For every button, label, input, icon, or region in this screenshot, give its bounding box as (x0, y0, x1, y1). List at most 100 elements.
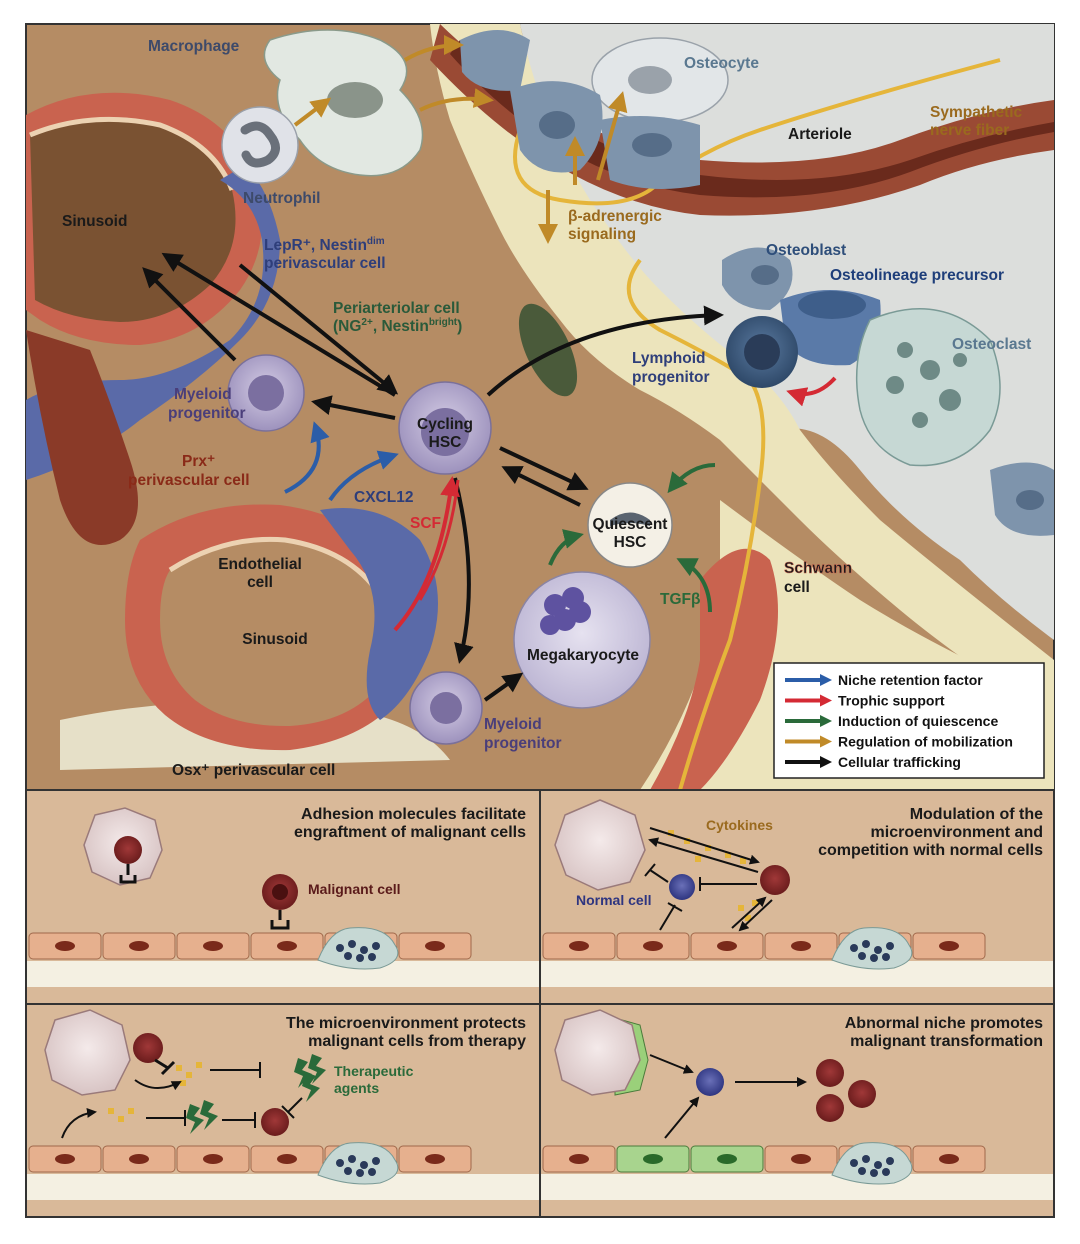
label-sympathetic-1: Sympathetic (930, 104, 1023, 121)
left-vessel-column (26, 330, 138, 545)
label-osteoclast: Osteoclast (952, 336, 1031, 353)
adhesion-molecule-2 (270, 910, 290, 930)
osteoclast-panel-2 (831, 927, 913, 970)
osteoclast-panel-4 (831, 1142, 913, 1185)
label-myeloid-bottom-1: Myeloid (484, 716, 542, 733)
malignant-cell-4a (816, 1059, 844, 1087)
label-lymphoid-2: progenitor (632, 369, 710, 386)
osteolineage-precursor (780, 290, 881, 366)
endothelial-nucleus (55, 941, 75, 951)
arrow-hsc-to-sinusoid (161, 252, 397, 397)
malignant-cell-panel-3 (133, 1033, 163, 1063)
osteoblast (722, 247, 793, 310)
endothelial-nucleus (129, 941, 149, 951)
adhesion-molecule-3 (154, 1058, 176, 1076)
legend-arrowhead (820, 756, 832, 768)
panel-3-endothelium (27, 1145, 539, 1200)
inhibit-drug-malignant (281, 1097, 303, 1119)
arrow-niche-to-normal (649, 1054, 694, 1074)
arrow-scf-to-hsc (393, 476, 461, 632)
panel-adhesion: Adhesion molecules facilitate engraftmen… (83, 806, 526, 970)
bone-surface (27, 961, 539, 987)
label-sinusoid-bottom: Sinusoid (242, 631, 307, 648)
legend-label: Induction of quiescence (838, 713, 998, 729)
panel-3-title-line-1: The microenvironment protects (286, 1015, 526, 1032)
stromal-cell-3 (44, 1009, 131, 1096)
arrow-periart-to-quiescent (667, 463, 716, 494)
label-endothelial-1: Endothelial (218, 556, 302, 573)
arrow-to-stroma (648, 837, 759, 873)
neutrophil (221, 106, 299, 184)
inhibit-cytokine-drug-2 (146, 1110, 186, 1126)
endothelial-nucleus (569, 1154, 589, 1164)
myeloid-progenitor-bottom-nucleus (430, 692, 462, 724)
label-quiescent-1: Quiescent (593, 516, 668, 533)
endothelial-nucleus (643, 941, 663, 951)
bone-surface (541, 1174, 1053, 1200)
label-prx-1: Prx⁺ (182, 453, 215, 470)
label-tgfb: TGFβ (660, 591, 700, 608)
arrow-cxcl12-to-hsc (328, 450, 399, 502)
label-lymphoid-1: Lymphoid (632, 350, 705, 367)
endothelial-nucleus (55, 1154, 75, 1164)
inhibit-stroma-normal (644, 863, 669, 883)
panel-1-title-line-2: engraftment of malignant cells (294, 824, 526, 841)
panel-4-title-line-2: malignant transformation (850, 1033, 1043, 1050)
endothelial-nucleus (425, 1154, 445, 1164)
arrow-hsc-to-myeloid (311, 395, 396, 420)
cycling-hsc-nucleus (421, 408, 469, 456)
malignant-cell-bound (114, 836, 142, 864)
arrow-to-malignant (649, 827, 760, 865)
arrow-myeloid-to-megakaryocyte (483, 672, 524, 702)
cytokine-particles (668, 830, 758, 921)
quiescent-hsc-nucleus (610, 512, 650, 526)
osteoblast-lower (990, 462, 1054, 536)
legend-label: Niche retention factor (838, 672, 983, 688)
label-schwann-1: Schwann (784, 560, 852, 577)
label-myeloid-bottom-2: progenitor (484, 735, 562, 752)
panel-2-endothelium (541, 932, 1053, 987)
malignant-cell-nucleus (272, 884, 288, 900)
label-sympathetic-2: nerve fiber (930, 122, 1009, 139)
panel-abnormal-niche: Abnormal niche promotes malignant transf… (554, 1009, 1043, 1185)
label-sinusoid-top: Sinusoid (62, 213, 127, 230)
arrow-hsc-to-lymphoid (486, 305, 724, 397)
normal-cell-panel-4 (696, 1068, 724, 1096)
osteoclast-panel-3 (317, 1142, 399, 1185)
label-myeloid-top-2: progenitor (168, 405, 246, 422)
arrow-endo-cytokine (61, 1107, 97, 1139)
arrow-scf-second (418, 479, 460, 601)
panel-4-title-line-1: Abnormal niche promotes (845, 1015, 1043, 1032)
label-cycling-hsc-2: HSC (429, 434, 462, 451)
endothelial-nucleus (717, 941, 737, 951)
legend-arrowhead (820, 735, 832, 748)
arrow-osteoclast-red (786, 376, 837, 407)
panel-1-title-line-1: Adhesion molecules facilitate (301, 806, 526, 823)
panel-2-title-line-2: microenvironment and (871, 824, 1043, 841)
malignant-cell-panel-3b (261, 1108, 289, 1136)
arrow-tgfb-to-quiescent (676, 558, 712, 613)
arrow-endo-malignant (731, 896, 767, 929)
endothelial-nucleus (939, 941, 959, 951)
arrow-macrophage-to-osteoblast-2 (419, 88, 494, 112)
cytokine-particles-3 (108, 1062, 202, 1122)
label-lepr-2: perivascular cell (264, 255, 386, 272)
arrow-hsc-to-myeloid-bottom (453, 477, 474, 664)
label-myeloid-top-1: Myeloid (174, 386, 232, 403)
inhibit-cytokine-drug (210, 1062, 261, 1078)
inhibit-endo-normal (659, 902, 683, 931)
main-niche-diagram: Macrophage Osteocyte Sympathetic nerve f… (26, 24, 1054, 791)
label-prx-2: perivascular cell (128, 472, 250, 489)
arrow-mega-to-quiescent (548, 529, 584, 566)
label-periarteriolar-1: Periarteriolar cell (333, 300, 460, 317)
panel-modulation: Modulation of the microenvironment and c… (554, 799, 1043, 970)
legend-label: Regulation of mobilization (838, 734, 1013, 750)
label-neutrophil: Neutrophil (243, 190, 321, 207)
inhibit-malignant-normal (699, 877, 757, 891)
label-periarteriolar-2: (NG2+, Nestinbright) (333, 317, 462, 335)
bone-surface (27, 1174, 539, 1200)
label-normal-cell: Normal cell (576, 892, 651, 908)
prx-perivascular-cell-bottom (320, 508, 438, 720)
